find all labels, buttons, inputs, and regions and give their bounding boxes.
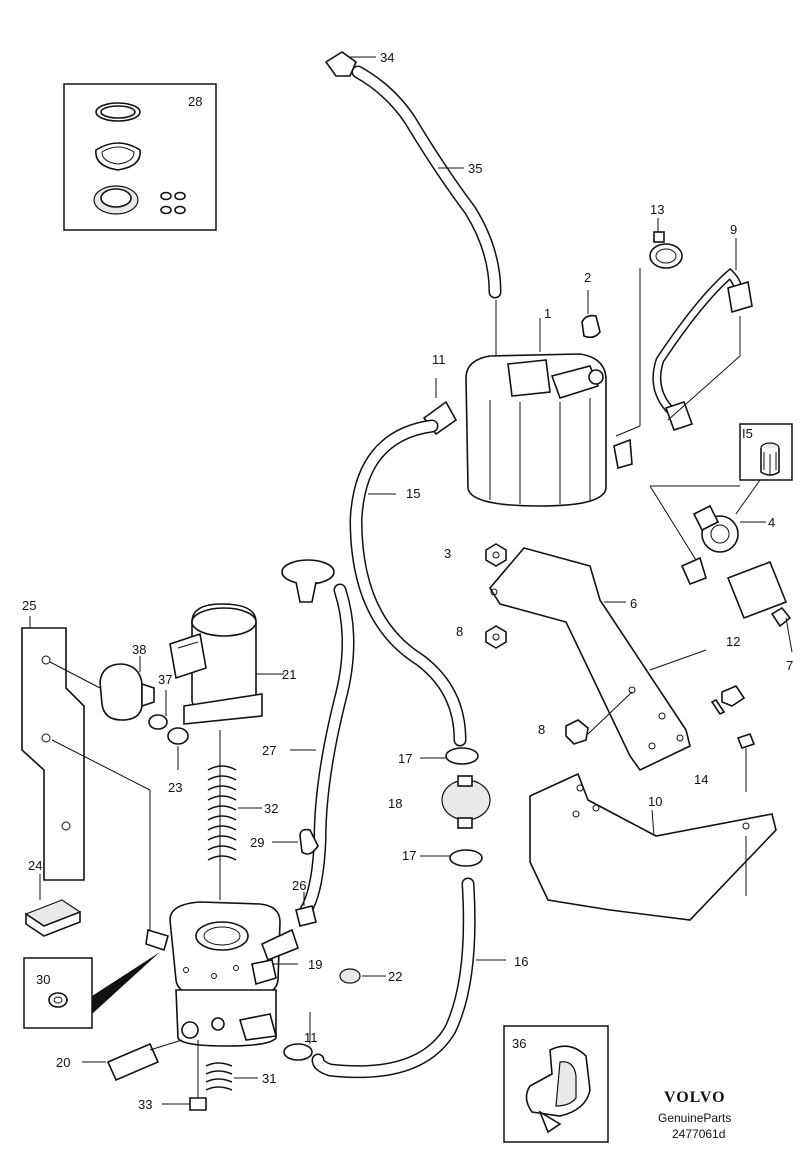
- fasteners: [485, 543, 756, 792]
- callout-28: 28: [188, 94, 202, 109]
- callout-31: 31: [262, 1071, 276, 1086]
- bracket-25: [21, 616, 151, 930]
- brand-logo: VOLVO: [664, 1089, 726, 1106]
- diagram-id: 2477061d: [672, 1127, 725, 1141]
- bracket-10: [529, 772, 777, 921]
- callout-30: 30: [36, 972, 50, 987]
- callouts: 1 2 3 4 I5 6 7 8 8 9 10 11 11 12 13 14 1…: [22, 50, 793, 1112]
- fuel-filter: [422, 318, 633, 507]
- branding: VOLVO GenuineParts 2477061d: [658, 1089, 731, 1141]
- clip-box: [503, 1025, 609, 1143]
- return-hose: [324, 51, 502, 365]
- callout-24: 24: [28, 858, 42, 873]
- callout-2: 2: [584, 270, 591, 285]
- callout-1: 1: [544, 306, 551, 321]
- callout-9: 9: [730, 222, 737, 237]
- callout-16: 16: [514, 954, 528, 969]
- hose-16: [311, 877, 506, 1079]
- pump-housing: [145, 901, 299, 1047]
- callout-36: 36: [512, 1036, 526, 1051]
- callout-19: 19: [308, 957, 322, 972]
- callout-29: 29: [250, 835, 264, 850]
- callout-14: 14: [694, 772, 708, 787]
- hose-clamp-13: [615, 218, 683, 437]
- callout-7: 7: [786, 658, 793, 673]
- pump-fittings: [82, 1039, 258, 1111]
- callout-10: 10: [648, 794, 662, 809]
- callout-21: 21: [282, 667, 296, 682]
- callout-3: 3: [444, 546, 451, 561]
- callout-8b: 8: [538, 722, 545, 737]
- inline-filter: [420, 747, 491, 867]
- plug: [581, 290, 601, 339]
- callout-25: 25: [22, 598, 36, 613]
- callout-26: 26: [292, 878, 306, 893]
- callout-17a: 17: [398, 751, 412, 766]
- fuel-pipe-9: [652, 238, 753, 432]
- callout-34: 34: [380, 50, 394, 65]
- callout-4: 4: [768, 515, 775, 530]
- callout-20: 20: [56, 1055, 70, 1070]
- small-parts: [272, 828, 386, 1061]
- sensor-38: [99, 656, 189, 770]
- callout-33: 33: [138, 1097, 152, 1112]
- pump-motor: [169, 603, 284, 725]
- hose-15: [349, 419, 467, 747]
- callout-15: 15: [406, 486, 420, 501]
- bracket-6: [489, 547, 691, 772]
- callout-11b: 11: [304, 1030, 318, 1045]
- callout-27: 27: [262, 743, 276, 758]
- callout-11a: 11: [432, 352, 446, 367]
- spring: [207, 730, 262, 900]
- pad-24: [24, 874, 82, 937]
- callout-12: 12: [726, 634, 740, 649]
- valve-assembly: [649, 423, 793, 653]
- callout-22: 22: [388, 969, 402, 984]
- callout-37: 37: [158, 672, 172, 687]
- callout-5: I5: [742, 426, 753, 441]
- callout-6: 6: [630, 596, 637, 611]
- washer-box: [23, 952, 160, 1029]
- callout-13: 13: [650, 202, 664, 217]
- callout-32: 32: [264, 801, 278, 816]
- callout-8a: 8: [456, 624, 463, 639]
- callout-18: 18: [388, 796, 402, 811]
- callout-23: 23: [168, 780, 182, 795]
- hose-27: [281, 559, 355, 917]
- callout-35: 35: [468, 161, 482, 176]
- callout-38: 38: [132, 642, 146, 657]
- brand-tagline: GenuineParts: [658, 1111, 731, 1125]
- callout-17b: 17: [402, 848, 416, 863]
- seal-kit-box: [63, 83, 217, 231]
